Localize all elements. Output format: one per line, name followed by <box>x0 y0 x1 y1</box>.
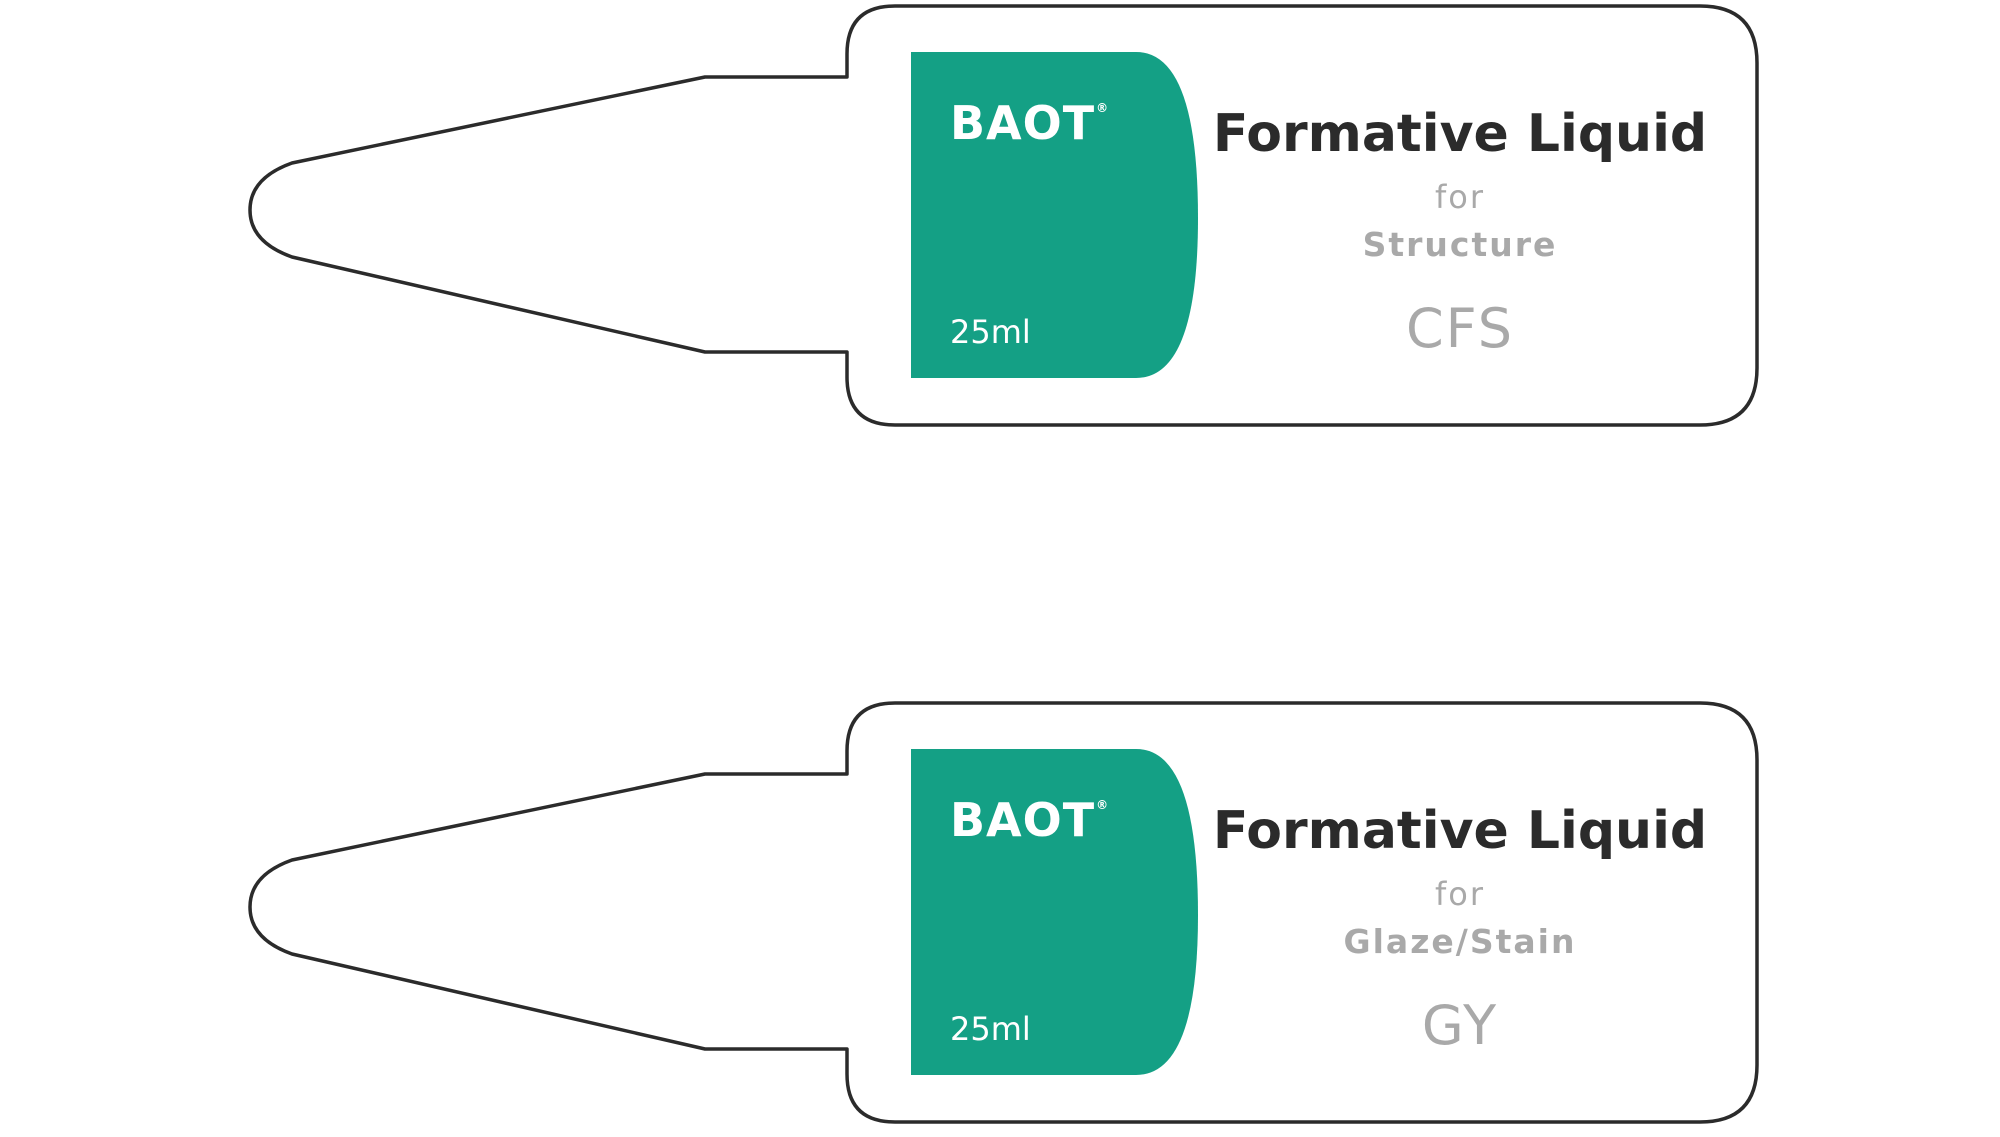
registered-mark: ® <box>1096 101 1110 115</box>
registered-mark: ® <box>1096 798 1110 812</box>
purpose-text: Structure <box>1362 225 1558 264</box>
brand-logo: BAOT® <box>950 100 1109 146</box>
brand-green-panel <box>911 749 1198 1075</box>
bottle-outline-shape <box>248 4 1759 427</box>
bottle-label-structure: BAOT® 25ml Formative Liquid for Structur… <box>0 0 2000 440</box>
brand-logo: BAOT® <box>950 797 1109 843</box>
brand-logo-text: BAOT <box>950 793 1096 847</box>
product-code: GY <box>1421 994 1499 1057</box>
brand-logo-text: BAOT <box>950 96 1096 150</box>
volume-text: 25ml <box>950 313 1031 351</box>
for-text: for <box>1435 178 1485 216</box>
brand-green-panel <box>911 52 1198 378</box>
volume-text: 25ml <box>950 1010 1031 1048</box>
bottle-label-glaze-stain: BAOT® 25ml Formative Liquid for Glaze/St… <box>0 697 2000 1137</box>
for-text: for <box>1435 875 1485 913</box>
product-code: CFS <box>1405 297 1515 360</box>
purpose-text: Glaze/Stain <box>1343 922 1577 961</box>
bottle-outline-shape <box>248 701 1759 1124</box>
product-name: Formative Liquid <box>1212 104 1708 164</box>
product-name: Formative Liquid <box>1212 801 1708 861</box>
